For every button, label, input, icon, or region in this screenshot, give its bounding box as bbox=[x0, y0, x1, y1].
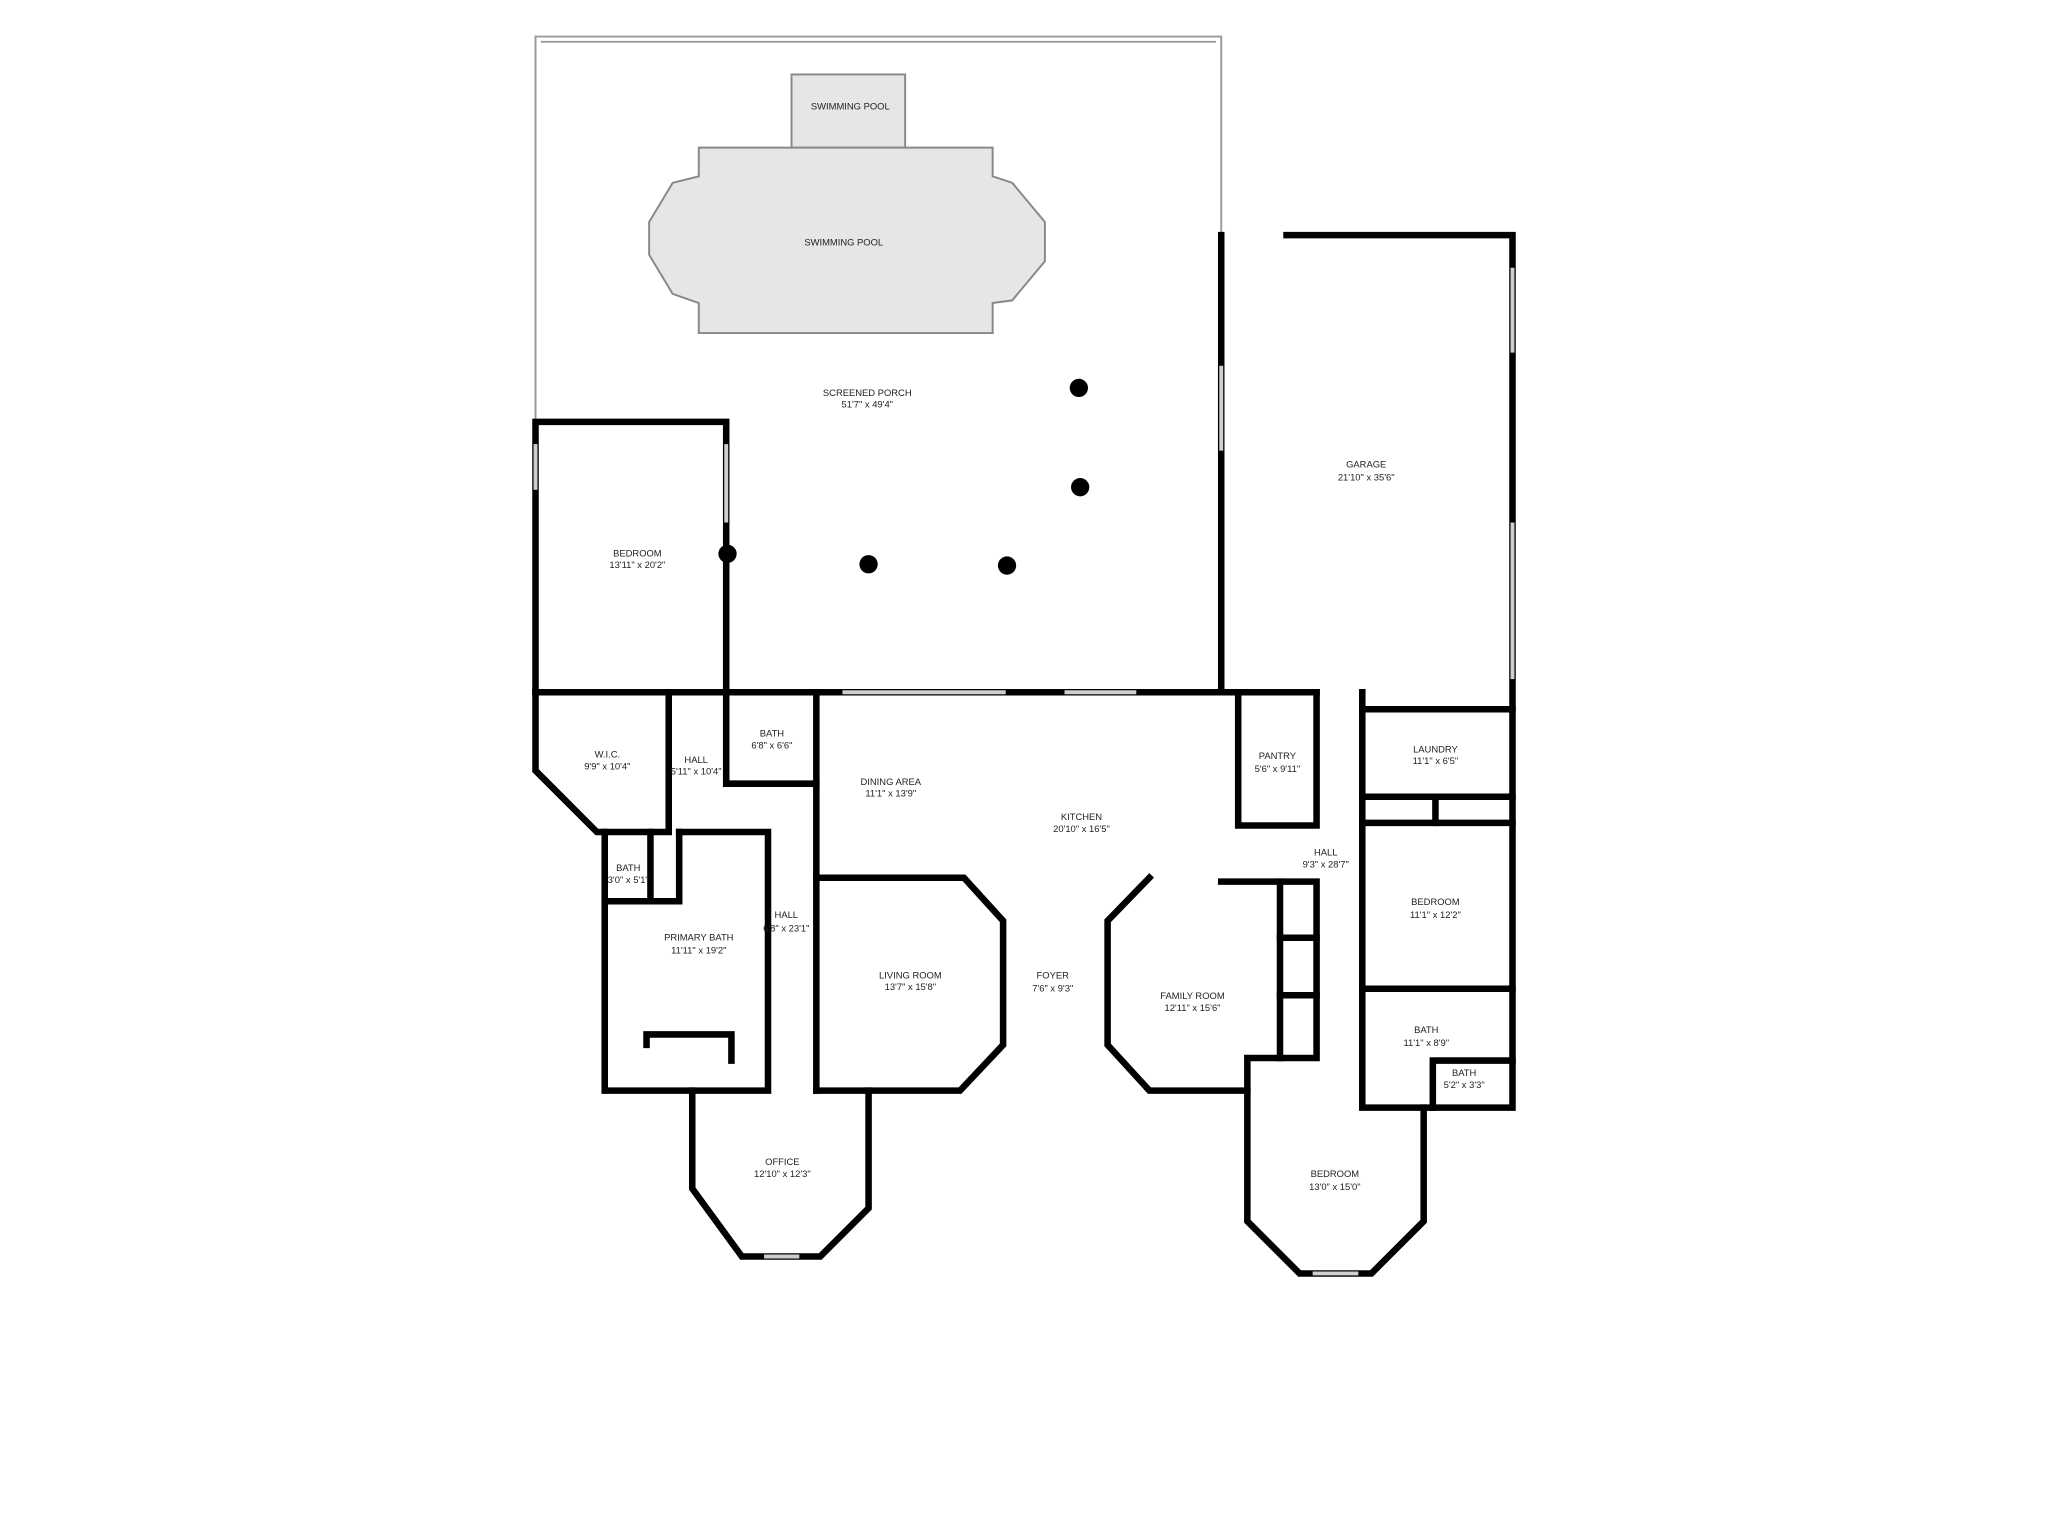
pool-spa bbox=[790, 73, 907, 149]
hall-c-label: HALL bbox=[775, 909, 799, 920]
pool-spa-label: SWIMMING POOL bbox=[811, 101, 890, 112]
bedroom-e-label: BEDROOM bbox=[1411, 896, 1460, 907]
living-dims: 13'7" x 15'8" bbox=[885, 981, 937, 992]
pool-label: SWIMMING POOL bbox=[804, 237, 883, 248]
foyer-label: FOYER bbox=[1037, 969, 1070, 980]
bath-e-dims: 11'1" x 8'9" bbox=[1403, 1037, 1449, 1048]
pool-main bbox=[648, 146, 1046, 335]
windows bbox=[533, 267, 1515, 1276]
office-dims: 12'10" x 12'3" bbox=[754, 1168, 811, 1179]
bath-e2-label: BATH bbox=[1452, 1067, 1477, 1078]
porch-columns bbox=[718, 378, 1090, 575]
bath-e-label: BATH bbox=[1414, 1024, 1439, 1035]
porch-dims: 51'7" x 49'4" bbox=[842, 399, 894, 410]
pantry-label: PANTRY bbox=[1259, 750, 1297, 761]
bath-small-label: BATH bbox=[616, 862, 641, 873]
family-label: FAMILY ROOM bbox=[1160, 990, 1225, 1001]
garage-dims: 21'10" x 35'6" bbox=[1338, 472, 1395, 483]
bedroom-nw-dims: 13'11" x 20'2" bbox=[609, 559, 665, 570]
porch-screen bbox=[534, 35, 1223, 425]
bath-e2-dims: 5'2" x 3'3" bbox=[1444, 1079, 1485, 1090]
hall-e-dims: 9'3" x 28'7" bbox=[1303, 858, 1349, 869]
bath-small-dims: 3'0" x 5'1" bbox=[608, 874, 649, 885]
bedroom-s-label: BEDROOM bbox=[1311, 1168, 1360, 1179]
wic-dims: 9'9" x 10'4" bbox=[584, 760, 630, 771]
bedroom-e-dims: 11'1" x 12'2" bbox=[1410, 909, 1461, 920]
laundry-dims: 11'1" x 6'5" bbox=[1413, 755, 1459, 766]
dining-label: DINING AREA bbox=[861, 776, 922, 787]
bath-w-label: BATH bbox=[760, 728, 785, 739]
walls bbox=[532, 231, 1516, 1277]
foyer-dims: 7'6" x 9'3" bbox=[1032, 982, 1073, 993]
bedroom-nw-label: BEDROOM bbox=[613, 547, 662, 558]
hall-w-label: HALL bbox=[684, 754, 708, 765]
wic-label: W.I.C. bbox=[595, 749, 621, 760]
porch-label: SCREENED PORCH bbox=[823, 387, 912, 398]
room-labels: SWIMMING POOL SWIMMING POOL SCREENED POR… bbox=[584, 101, 1484, 1192]
bath-w-dims: 6'8" x 6'6" bbox=[751, 739, 792, 750]
primary-bath-label: PRIMARY BATH bbox=[664, 931, 734, 942]
office-label: OFFICE bbox=[765, 1156, 799, 1167]
family-dims: 12'11" x 15'6" bbox=[1164, 1002, 1220, 1013]
laundry-label: LAUNDRY bbox=[1413, 743, 1458, 754]
kitchen-label: KITCHEN bbox=[1061, 811, 1102, 822]
hall-c-dims: 6'8" x 23'1" bbox=[763, 922, 809, 933]
primary-bath-dims: 11'11" x 19'2" bbox=[671, 944, 726, 955]
garage-label: GARAGE bbox=[1346, 459, 1386, 470]
hall-w-dims: 5'11" x 10'4" bbox=[671, 766, 722, 777]
pantry-dims: 5'6" x 9'11" bbox=[1255, 763, 1301, 774]
living-label: LIVING ROOM bbox=[879, 969, 942, 980]
hall-e-label: HALL bbox=[1314, 847, 1338, 858]
bedroom-s-dims: 13'0" x 15'0" bbox=[1309, 1181, 1361, 1192]
dining-dims: 11'1" x 13'9" bbox=[865, 788, 916, 799]
kitchen-dims: 20'10" x 16'5" bbox=[1053, 823, 1110, 834]
